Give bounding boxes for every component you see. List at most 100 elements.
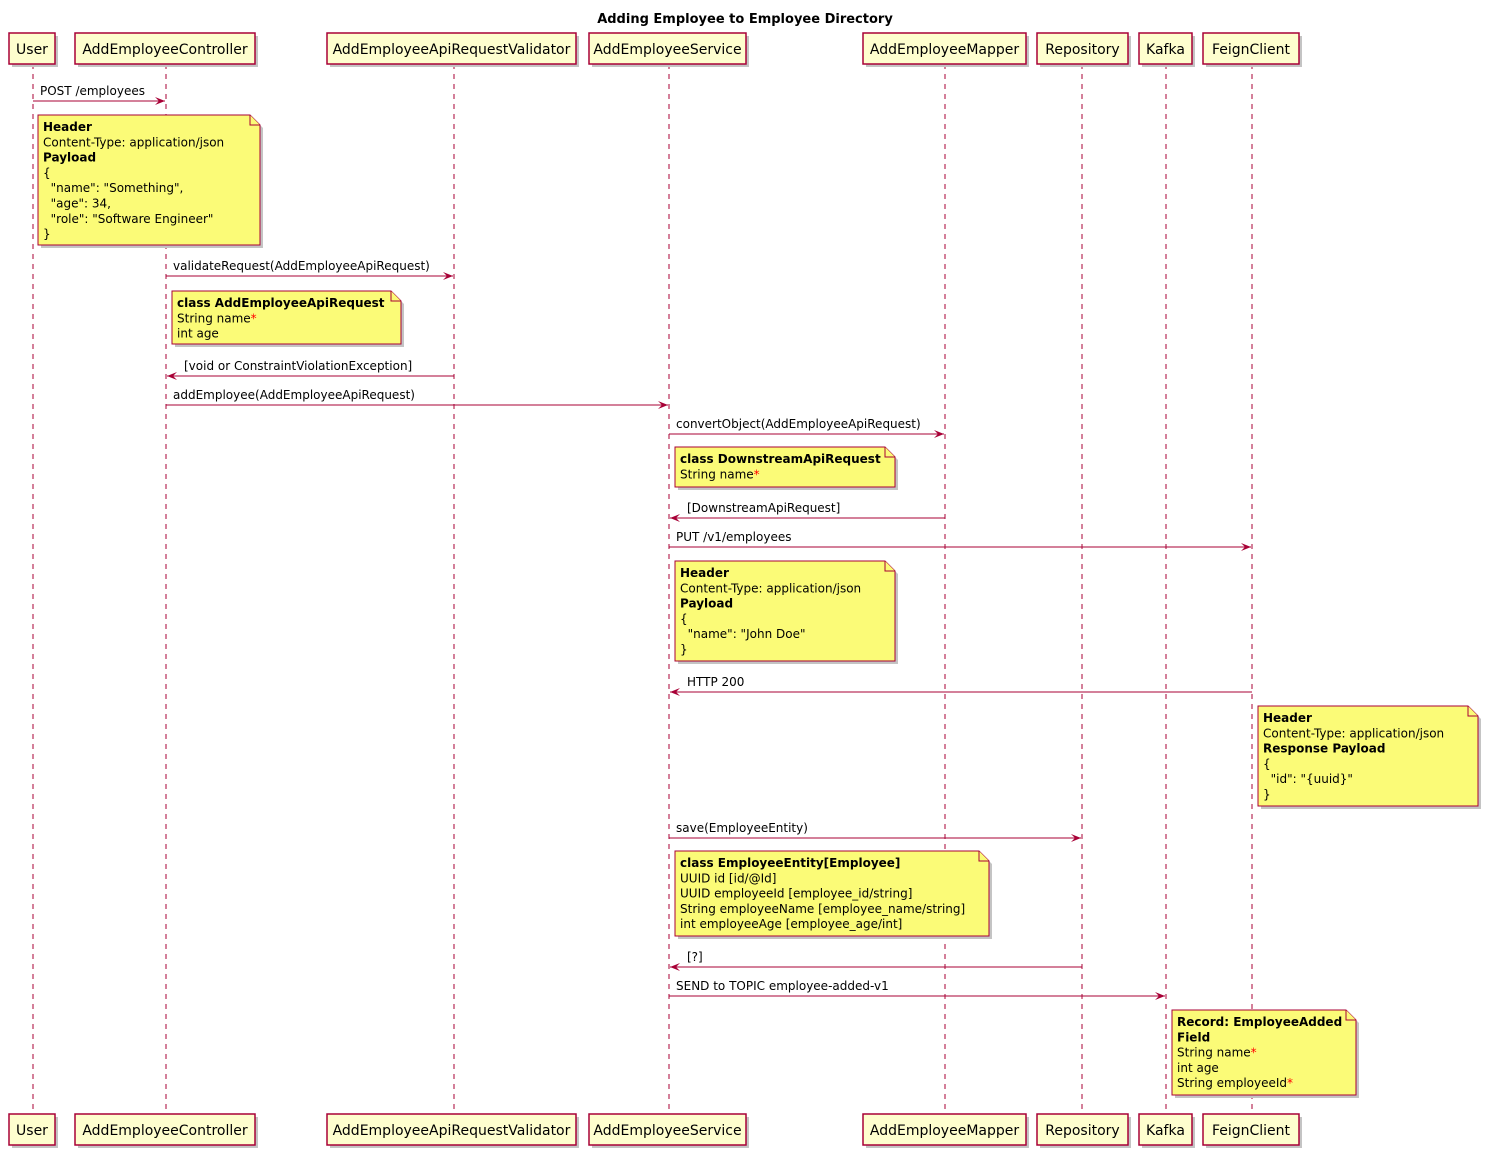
note-line: class AddEmployeeApiRequest: [177, 296, 385, 310]
message-label: [DownstreamApiRequest]: [687, 501, 840, 515]
note-line-text: "name": "Something",: [43, 181, 183, 195]
arrowhead-icon: [1071, 834, 1081, 842]
participant-repository-bottom: Repository: [1036, 1113, 1131, 1148]
participant-label: User: [16, 42, 48, 58]
participant-box: [862, 32, 1027, 65]
participant-box: [1138, 1113, 1193, 1146]
participant-box: [8, 32, 56, 65]
note-line-text: Payload: [680, 597, 733, 611]
message-2: validateRequest(AddEmployeeApiRequest): [166, 259, 453, 280]
participant-service-top: AddEmployeeService: [588, 32, 749, 67]
participant-box: [1138, 32, 1193, 65]
note-line: }: [680, 643, 688, 657]
note-line: String name*: [1177, 1046, 1257, 1060]
note-line-text: }: [43, 227, 51, 241]
participant-user-bottom: User: [8, 1113, 58, 1148]
note-line: "name": "John Doe": [680, 627, 805, 641]
note-line: String name*: [177, 311, 257, 325]
note-fold-icon: [1345, 1010, 1356, 1021]
note-line: "role": "Software Engineer": [43, 212, 213, 226]
note-line-text: int employeeAge [employee_age/int]: [680, 917, 902, 931]
note-line-text: Content-Type: application/json: [1263, 726, 1444, 740]
arrowhead-icon: [443, 272, 453, 280]
note-body: [674, 850, 990, 937]
arrowhead-icon: [934, 430, 944, 438]
message-label: save(EmployeeEntity): [676, 821, 808, 835]
message-label: convertObject(AddEmployeeApiRequest): [676, 417, 921, 431]
participant-label: AddEmployeeMapper: [870, 1123, 1019, 1139]
participant-validator-top: AddEmployeeApiRequestValidator: [326, 32, 579, 67]
note-line: {: [1263, 757, 1271, 771]
participant-box: [1036, 1113, 1129, 1146]
message-9: save(EmployeeEntity): [669, 821, 1081, 842]
message-label: SEND to TOPIC employee-added-v1: [676, 979, 889, 993]
note-line-text: Header: [1263, 711, 1312, 725]
arrowhead-icon: [1155, 992, 1165, 1000]
participant-label: Repository: [1045, 1123, 1119, 1139]
participant-kafka-bottom: Kafka: [1138, 1113, 1195, 1148]
note-line: {: [680, 612, 688, 626]
note-6: class EmployeeEntity[Employee]UUID id [i…: [674, 850, 992, 939]
participant-box: [588, 1113, 747, 1146]
arrowhead-icon: [670, 963, 680, 971]
message-6: [DownstreamApiRequest]: [670, 501, 945, 522]
note-line-text: {: [680, 612, 688, 626]
note-line: int age: [1177, 1061, 1219, 1075]
participant-box: [74, 32, 256, 65]
note-body: [674, 560, 896, 662]
note-line: class DownstreamApiRequest: [680, 452, 881, 466]
note-fold-icon: [1467, 706, 1478, 717]
diagram-title: Adding Employee to Employee Directory: [597, 12, 893, 27]
participant-label: FeignClient: [1212, 42, 1291, 58]
note-line: Record: EmployeeAdded: [1177, 1015, 1342, 1029]
message-label: PUT /v1/employees: [676, 530, 791, 544]
note-body: [171, 290, 402, 345]
participant-box: [326, 32, 577, 65]
participant-box: [326, 1113, 577, 1146]
note-line-text: Header: [43, 120, 92, 134]
note-line-text: "id": "{uuid}": [1263, 772, 1353, 786]
participant-label: AddEmployeeApiRequestValidator: [333, 1123, 571, 1139]
note-line-text: String name: [177, 311, 251, 325]
note-body: [1171, 1009, 1357, 1096]
note-line: UUID id [id/@Id]: [680, 871, 776, 885]
participant-label: AddEmployeeController: [82, 42, 248, 58]
participants: UserUserAddEmployeeControllerAddEmployee…: [8, 32, 1302, 1148]
note-line: class EmployeeEntity[Employee]: [680, 856, 900, 870]
note-line: {: [43, 166, 51, 180]
participant-user-top: User: [8, 32, 58, 67]
message-3: [void or ConstraintViolationException]: [167, 359, 454, 380]
note-line-text: {: [43, 166, 51, 180]
participant-label: AddEmployeeApiRequestValidator: [333, 42, 571, 58]
message-label: HTTP 200: [687, 675, 744, 689]
message-7: PUT /v1/employees: [669, 530, 1251, 551]
arrowhead-icon: [670, 514, 680, 522]
note-line-text: class EmployeeEntity[Employee]: [680, 856, 900, 870]
note-body: [674, 446, 896, 488]
participant-controller-bottom: AddEmployeeController: [74, 1113, 258, 1148]
message-10: [?]: [670, 950, 1082, 971]
note-line-text: Response Payload: [1263, 742, 1385, 756]
arrowhead-icon: [670, 688, 680, 696]
note-line-text: Payload: [43, 151, 96, 165]
participant-controller-top: AddEmployeeController: [74, 32, 258, 67]
note-line-text: UUID employeeId [employee_id/string]: [680, 887, 912, 901]
participant-feign-top: FeignClient: [1202, 32, 1302, 67]
participant-box: [862, 1113, 1027, 1146]
arrowhead-icon: [1241, 543, 1251, 551]
note-line: "age": 34,: [43, 197, 111, 211]
note-line-text: int age: [1177, 1061, 1219, 1075]
participant-feign-bottom: FeignClient: [1202, 1113, 1302, 1148]
required-marker: *: [1251, 1046, 1257, 1060]
note-fold-icon: [390, 291, 401, 302]
note-line-text: "name": "John Doe": [680, 627, 805, 641]
participant-mapper-bottom: AddEmployeeMapper: [862, 1113, 1029, 1148]
note-line: Response Payload: [1263, 742, 1385, 756]
note-line: Header: [43, 120, 92, 134]
participant-box: [1036, 32, 1129, 65]
note-line: String employeeId*: [1177, 1076, 1293, 1090]
participant-box: [74, 1113, 256, 1146]
